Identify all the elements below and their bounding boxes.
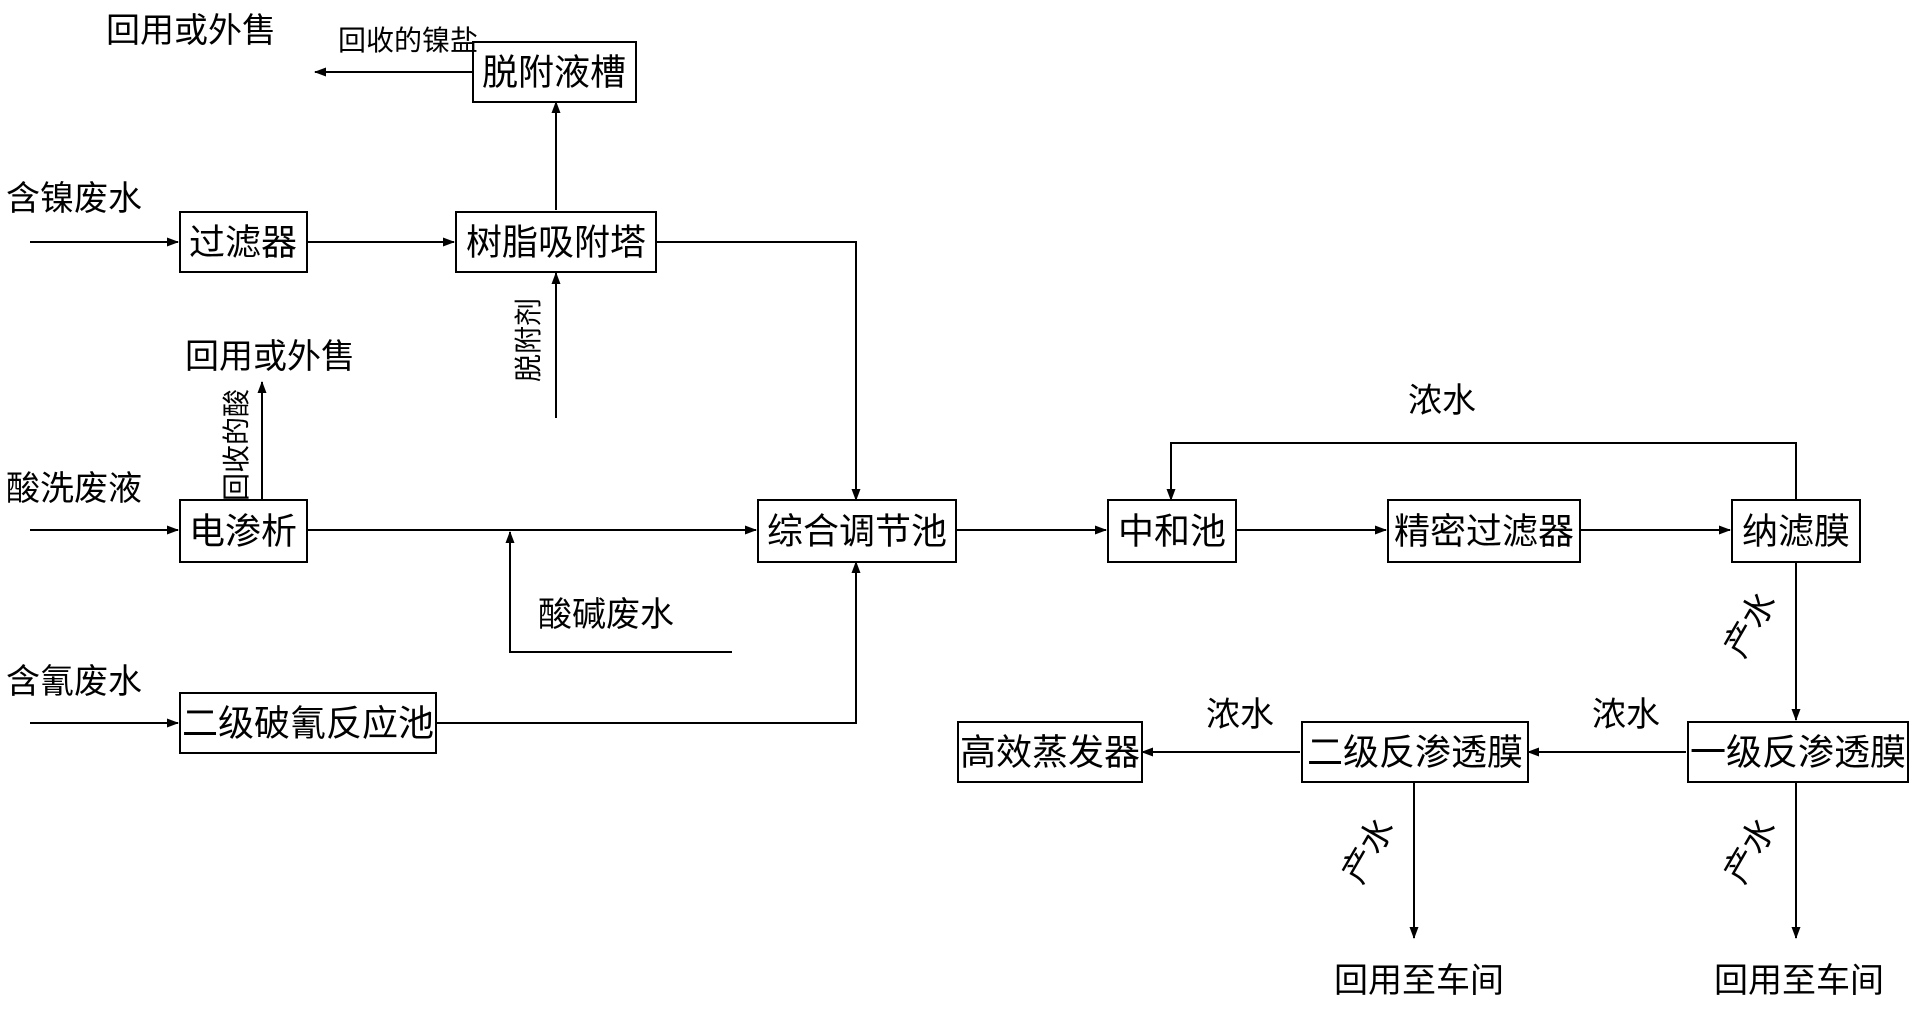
cyanide-breaking-box — [179, 692, 437, 754]
ro-stage2-box — [1301, 721, 1529, 783]
label-nf-product-water: 产水 — [1716, 585, 1785, 664]
filter-box — [179, 211, 308, 273]
arrow-nf-concentrate-return — [1166, 442, 1797, 501]
label-ro1-concentrate: 浓水 — [1592, 695, 1660, 735]
electrodialysis-box — [179, 499, 308, 563]
ro-stage1: 一级反渗透膜 — [1690, 733, 1906, 774]
input-acid-wash-waste: 酸洗废液 — [6, 469, 142, 509]
input-labels: 含镍废水 酸洗废液 含氰废水 酸碱废水 — [6, 179, 674, 702]
resin-tower: 树脂吸附塔 — [466, 223, 646, 264]
label-recovered-nickel-salt: 回收的镍盐 — [338, 24, 478, 57]
desorption-tank-box — [472, 41, 637, 103]
flow-labels: 回用或外售 回收的镍盐 回用或外售 浓水 浓水 浓水 回用至车间 回用至车间 — [106, 11, 1884, 1001]
nanofiltration: 纳滤膜 — [1742, 512, 1850, 553]
input-cyanide-wastewater: 含氰废水 — [6, 662, 142, 702]
ro-stage1-box — [1687, 721, 1909, 783]
label-nf-concentrate: 浓水 — [1408, 381, 1476, 421]
arrow-acid-alkali-to-main — [505, 531, 732, 653]
precision-filter: 精密过滤器 — [1394, 512, 1574, 553]
desorption-tank: 脱附液槽 — [482, 53, 626, 94]
ro-stage2: 二级反渗透膜 — [1307, 733, 1523, 774]
evaporator-box — [957, 721, 1143, 783]
cyanide-breaking-tank: 二级破氰反应池 — [182, 704, 434, 745]
arrow-resin-to-equalization — [656, 241, 861, 501]
rotated-labels: 脱附剂 回收的酸 — [220, 298, 545, 501]
label-desorbent: 脱附剂 — [512, 298, 545, 382]
node-boxes — [179, 41, 1909, 783]
equalization-tank: 综合调节池 — [767, 512, 947, 553]
flow-lines — [30, 67, 1801, 939]
precision-filter-box — [1387, 499, 1581, 563]
arrow-breaking-to-equalization — [436, 561, 861, 724]
neutralization-tank-box — [1107, 499, 1237, 563]
evaporator: 高效蒸发器 — [960, 733, 1140, 774]
equalization-tank-box — [757, 499, 957, 563]
label-reuse-or-sell-top: 回用或外售 — [106, 11, 276, 51]
resin-tower-box — [455, 211, 657, 273]
nanofiltration-box — [1731, 499, 1861, 563]
label-ro2-concentrate: 浓水 — [1206, 695, 1274, 735]
label-ro1-product-water: 产水 — [1716, 811, 1785, 890]
input-acid-alkali-wastewater: 酸碱废水 — [538, 595, 674, 635]
label-ro2-product-water: 产水 — [1334, 811, 1403, 890]
neutralization-tank: 中和池 — [1118, 512, 1226, 553]
node-labels: 脱附液槽 过滤器 树脂吸附塔 电渗析 综合调节池 中和池 精密过滤器 纳滤膜 二… — [182, 53, 1906, 774]
filter: 过滤器 — [189, 223, 297, 264]
label-reuse-or-sell-mid: 回用或外售 — [185, 337, 355, 377]
electrodialysis: 电渗析 — [189, 512, 297, 553]
label-reuse-workshop-ro1: 回用至车间 — [1714, 961, 1884, 1001]
input-nickel-wastewater: 含镍废水 — [6, 179, 142, 219]
label-recovered-acid: 回收的酸 — [220, 389, 253, 501]
label-reuse-workshop-ro2: 回用至车间 — [1334, 961, 1504, 1001]
